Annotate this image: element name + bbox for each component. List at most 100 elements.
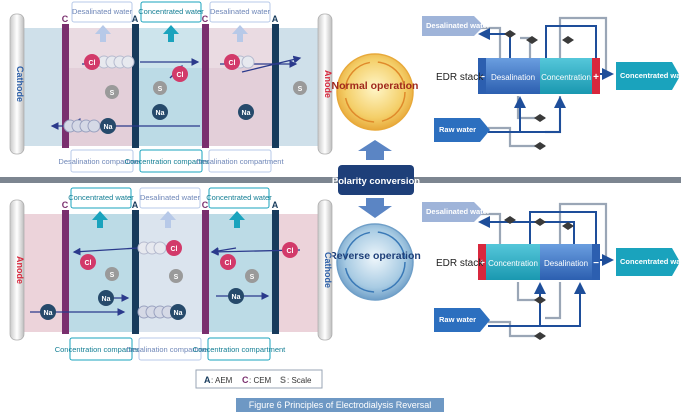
top-conc-out-label: Concentrated water [138, 7, 204, 16]
bottom-compartment-label-2: Desalination compartment [126, 345, 214, 354]
cl-ion [80, 254, 96, 270]
top-desal-up-arrow-1 [95, 25, 111, 42]
na-ion [228, 288, 244, 304]
na-ion-label: Na [44, 310, 53, 317]
top-stack-minus: − [479, 72, 485, 83]
bottom-valves [504, 216, 574, 340]
top-scale-chain [63, 55, 255, 133]
legend-a-key: A [204, 375, 211, 385]
bottom-compartment-label-3: Concentration compartment [193, 345, 286, 354]
top-compartment-label-1: Desalination compartment [58, 157, 146, 166]
top-desal-out-label-1: Desalinated water [72, 7, 133, 16]
na-ion [100, 118, 116, 134]
top-compartment-label-3: Desalination compartment [196, 157, 284, 166]
s-ion-label: S [250, 274, 255, 281]
bottom-stack-plus: + [479, 258, 485, 269]
bottom-desal-output-label: Desalinated water [426, 207, 490, 216]
s-ion-label: S [174, 274, 179, 281]
bottom-compartment-label-1: Concentration compartment [55, 345, 148, 354]
legend-a-text: : AEM [211, 376, 233, 385]
cem-letter: C [202, 200, 209, 210]
bottom-desal-out-label: Desalinated water [140, 193, 201, 202]
reverse-operation-label: Reverse operation [329, 250, 421, 262]
na-ion-label: Na [242, 110, 251, 117]
cl-ion-label: Cl [171, 246, 178, 253]
s-ion [293, 81, 307, 95]
s-ion [105, 85, 119, 99]
bottom-membrane-letters: C A C A [62, 200, 279, 210]
cem-letter: C [202, 14, 209, 24]
top-anode-label: Anode [323, 70, 333, 98]
bottom-raw-water-label: Raw water [439, 315, 476, 324]
top-conc-output-box [616, 62, 680, 90]
bottom-conc-out-label-1: Concentrated water [68, 193, 134, 202]
na-ion-label: Na [232, 294, 241, 301]
polarity-down-arrow [358, 198, 392, 218]
top-stack-plus: + [593, 72, 599, 83]
top-conc-output-label: Concentrated water [620, 71, 681, 80]
top-desal-output-label: Desalinated water [426, 21, 490, 30]
aem-letter: A [132, 14, 139, 24]
top-stack-conc-cell [540, 58, 592, 94]
bottom-flow-diagram: + − Concentration Desalination EDR stack… [422, 202, 681, 340]
aem-letter: A [132, 200, 139, 210]
top-stack-desal-cell [486, 58, 540, 94]
legend-c-key: C [242, 375, 249, 385]
bottom-left-electrode [9, 199, 25, 341]
figure-caption: Figure 6 Principles of Electrodialysis R… [236, 398, 444, 412]
top-flow-diagram: − + Desalination Concentration EDR stack… [422, 16, 681, 150]
legend-c-text: : CEM [249, 376, 272, 385]
na-ion-label: Na [174, 310, 183, 317]
top-desal-up-arrow-2 [232, 25, 248, 42]
cl-ion [282, 242, 298, 258]
bottom-compartment-labels: Concentration compartment Desalination c… [55, 337, 286, 361]
bottom-stack-conc-label: Concentration [488, 259, 538, 268]
top-stack-conc-label: Concentration [541, 73, 591, 82]
top-ions: Cl Cl Cl S S S Na Na Na [84, 54, 307, 134]
cl-ion [166, 240, 182, 256]
legend-s-key: S [280, 375, 286, 385]
cl-ion-label: Cl [177, 72, 184, 79]
bottom-membrane-cem-1 [62, 210, 69, 334]
na-ion-label: Na [156, 110, 165, 117]
top-compartment-labels: Desalination compartment Concentration c… [58, 149, 284, 173]
aem-letter: A [272, 200, 279, 210]
s-ion-label: S [110, 272, 115, 279]
top-membrane-aem-2 [272, 24, 279, 148]
na-ion-label: Na [104, 124, 113, 131]
top-stack-label: EDR stack [436, 72, 484, 83]
bottom-membrane-aem-2 [272, 210, 279, 334]
bottom-desal-output-box [422, 202, 484, 222]
bottom-right-electrode [317, 199, 333, 341]
cl-ion-label: Cl [229, 60, 236, 67]
cl-ion-label: Cl [225, 260, 232, 267]
legend-s-text: : Scale [287, 376, 312, 385]
polarity-up-arrow [358, 140, 392, 160]
aem-letter: A [272, 14, 279, 24]
bottom-output-labels: Concentrated water Desalinated water Con… [68, 187, 272, 209]
bottom-desal-up-arrow [160, 211, 176, 228]
bottom-pipes [478, 202, 608, 338]
s-ion-label: S [158, 86, 163, 93]
top-conc-up-arrow [163, 25, 179, 42]
top-membrane-aem-1 [132, 24, 139, 148]
cl-ion [220, 254, 236, 270]
bottom-conc-up-arrow-1 [92, 211, 108, 228]
polarity-conversion-box [338, 165, 414, 195]
top-membrane-letters: C A C A [62, 14, 279, 24]
top-desal-output-box [422, 16, 484, 36]
bottom-stack-desal-cell [540, 244, 592, 280]
s-ion [105, 267, 119, 281]
s-ion-label: S [298, 86, 303, 93]
s-ion [245, 269, 259, 283]
na-ion [40, 304, 56, 320]
bottom-raw-water-box [434, 308, 490, 332]
bottom-cathode-label: Cathode [323, 252, 333, 288]
bottom-ions: Cl Cl Cl Cl S S S Na Na Na Na [40, 240, 298, 320]
bottom-membrane-cem-2 [202, 210, 209, 334]
top-raw-water-label: Raw water [439, 125, 476, 134]
cl-ion-label: Cl [89, 60, 96, 67]
s-ion [153, 81, 167, 95]
s-ion [169, 269, 183, 283]
